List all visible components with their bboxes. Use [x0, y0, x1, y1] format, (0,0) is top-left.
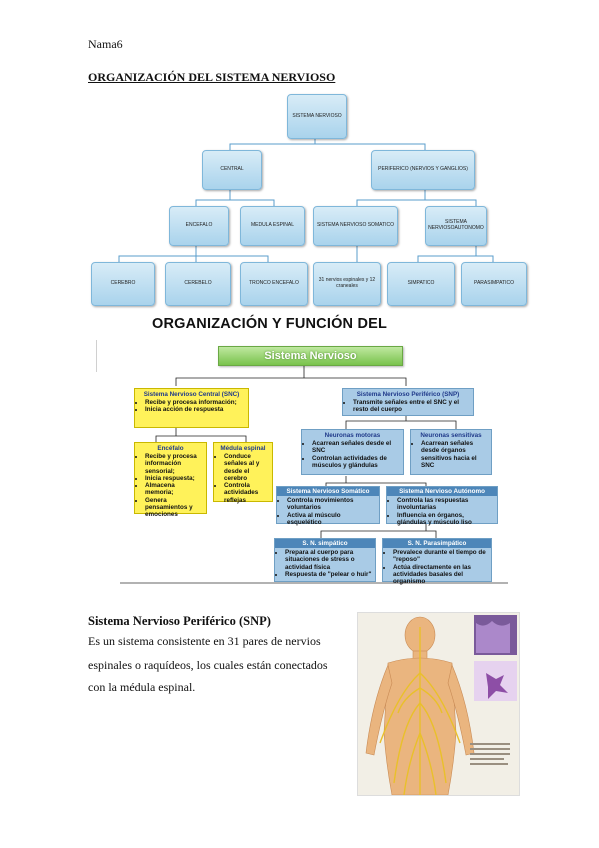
box-autonomo-title: Sistema Nervioso Autónomo — [387, 487, 497, 497]
box-medula-item: Controla actividades reflejas — [224, 482, 269, 504]
box-snp-title: Sistema Nervioso Periférico (SNP) — [356, 391, 460, 398]
tree-connectors — [118, 122, 494, 262]
tree-node-parasimpatico: PARASIMPATICO — [461, 262, 527, 306]
tree-node-encefalo: ENCEFALO — [169, 206, 229, 246]
tree-node-periferico: PERIFERICO (NERVIOS Y GANGLIOS) — [371, 150, 475, 190]
box-encefalo-title: Encéfalo — [157, 445, 184, 452]
tree-node-somatico: SISTEMA NERVIOSO SOMATICO — [313, 206, 398, 246]
tree-node-nervios: 31 nervios espinales y 12 craneales — [313, 262, 381, 306]
box-encefalo-item: Genera pensamientos y emociones — [145, 497, 203, 519]
organization-function-diagram: Sistema Nervioso Sistema Nervioso Centra… — [96, 336, 508, 586]
box-snc-title: Sistema Nervioso Central (SNC) — [143, 391, 240, 398]
tree-node-central: CENTRAL — [202, 150, 262, 190]
box-encefalo: Encéfalo Recibe y procesa información se… — [134, 442, 207, 518]
box-medula-espinal: Médula espinal Conduce señales al y desd… — [213, 442, 273, 504]
box-snp: Sistema Nervioso Periférico (SNP) Transm… — [342, 388, 474, 416]
box-somatico-item: Controla movimientos voluntarios — [287, 497, 376, 511]
box-simpatico: S. N. simpático Prepara al cuerpo para s… — [274, 538, 376, 582]
box-encefalo-item: Almacena memoria; — [145, 482, 203, 496]
document-title: ORGANIZACIÓN DEL SISTEMA NERVIOSO — [88, 70, 336, 84]
box-medula-item: Conduce señales al y desde el cerebro — [224, 453, 269, 482]
section-paragraph-line: Es un sistema consistente en 31 pares de… — [88, 634, 321, 648]
tree-node-cerebelo: CEREBELO — [165, 262, 231, 306]
box-snp-item: Transmite señales entre el SNC y el rest… — [353, 399, 470, 413]
box-medula-title: Médula espinal — [220, 445, 266, 452]
box-motoras-item: Controlan actividades de músculos y glán… — [312, 455, 400, 469]
box-snc-item: Recibe y procesa información; — [145, 399, 245, 406]
box-simpatico-title: S. N. simpático — [275, 539, 375, 549]
box-somatico: Sistema Nervioso Somático Controla movim… — [276, 486, 380, 526]
box-neuronas-motoras: Neuronas motoras Acarrean señales desde … — [301, 429, 404, 475]
box-simpatico-item: Respuesta de "pelear o huir" — [285, 571, 372, 578]
box-somatico-item: Activa al músculo esquelético — [287, 512, 376, 526]
box-somatico-title: Sistema Nervioso Somático — [277, 487, 379, 497]
box-simpatico-item: Prepara al cuerpo para situaciones de st… — [285, 549, 372, 571]
box-parasimpatico-title: S. N. Parasimpático — [383, 539, 491, 549]
box-parasimpatico: S. N. Parasimpático Prevalece durante el… — [382, 538, 492, 585]
box-sensitivas-item: Acarrean señales desde órganos sensitivo… — [421, 440, 488, 469]
diagram-root-sistema-nervioso: Sistema Nervioso — [218, 346, 403, 366]
body-figure-image — [365, 615, 517, 796]
box-autonomo-item: Controla las respuestas involuntarias — [397, 497, 494, 511]
section-paragraph-line: espinales o raquídeos, los cuales están … — [88, 658, 328, 672]
tree-node-tronco-encefalo: TRONCO ENCEFALO — [240, 262, 308, 306]
box-autonomo: Sistema Nervioso Autónomo Controla las r… — [386, 486, 498, 526]
diagram-title: ORGANIZACIÓN Y FUNCIÓN DEL — [152, 316, 388, 332]
diagram-connectors — [96, 340, 508, 584]
section-paragraph-line: con la médula espinal. — [88, 680, 196, 694]
tree-node-cerebro: CEREBRO — [91, 262, 155, 306]
box-parasimpatico-item: Prevalece durante el tiempo de "reposo" — [393, 549, 488, 563]
nervous-system-tree-diagram: SISTEMA NERVIOSO CENTRAL PERIFERICO (NER… — [85, 92, 527, 310]
tree-node-sistema-nervioso: SISTEMA NERVIOSO — [287, 94, 347, 139]
box-motoras-title: Neuronas motoras — [324, 432, 381, 439]
box-encefalo-item: Recibe y procesa información sensorial; — [145, 453, 203, 475]
box-sensitivas-title: Neuronas sensitivas — [420, 432, 482, 439]
header-name: Nama6 — [88, 37, 123, 51]
box-neuronas-sensitivas: Neuronas sensitivas Acarrean señales des… — [410, 429, 492, 475]
tree-node-medula-espinal: MEDULA ESPINAL — [240, 206, 305, 246]
box-autonomo-item: Influencia en órganos, glándulas y múscu… — [397, 512, 494, 526]
box-snc-item: Inicia acción de respuesta — [145, 406, 245, 413]
box-parasimpatico-item: Actúa directamente en las actividades ba… — [393, 564, 488, 586]
box-snc: Sistema Nervioso Central (SNC) Recibe y … — [134, 388, 249, 428]
box-motoras-item: Acarrean señales desde el SNC — [312, 440, 400, 454]
box-encefalo-item: Inicia respuesta; — [145, 475, 203, 482]
tree-node-autonomo: SISTEMA NERVIOSOAUTONOMO — [425, 206, 487, 246]
nervous-system-illustration — [357, 612, 520, 796]
section-heading: Sistema Nervioso Periférico (SNP) — [88, 614, 271, 628]
tree-node-simpatico: SIMPATICO — [387, 262, 455, 306]
